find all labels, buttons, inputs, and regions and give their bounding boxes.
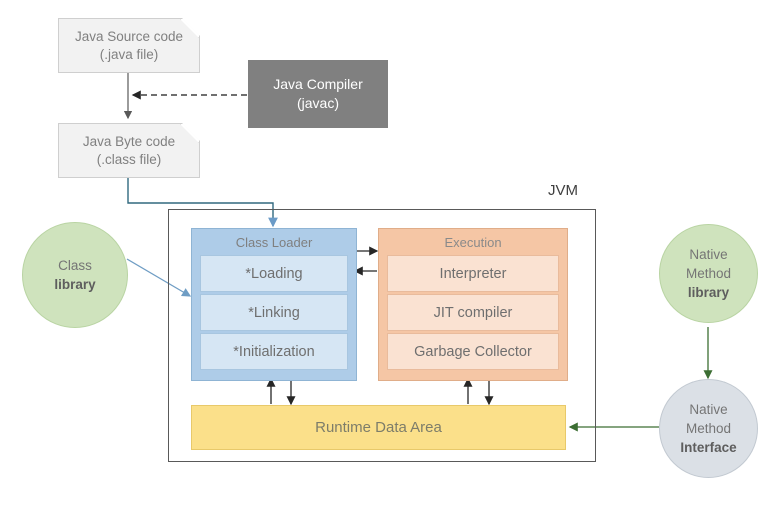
native-method-interface-line3: Interface: [680, 440, 737, 455]
java-source-code-line1: Java Source code: [74, 28, 184, 44]
jvm-label: JVM: [548, 182, 578, 199]
native-method-interface-line1: Native: [689, 402, 728, 417]
class-loader-panel: Class Loader *Loading *Linking *Initiali…: [191, 228, 357, 381]
native-method-interface-line2: Method: [685, 421, 732, 436]
doc-fold-corner: [180, 124, 199, 143]
java-compiler-line1: Java Compiler: [273, 76, 363, 92]
java-source-code-shape: Java Source code (.java file): [58, 18, 200, 73]
native-method-interface-circle: Native Method Interface: [659, 379, 758, 478]
execution-panel: Execution Interpreter JIT compiler Garba…: [378, 228, 568, 381]
class-loader-item-linking: *Linking: [200, 294, 348, 331]
class-loader-title: Class Loader: [235, 234, 313, 250]
native-method-library-line3: library: [687, 285, 730, 300]
native-method-library-line1: Native: [689, 247, 728, 262]
class-library-circle: Class library: [22, 222, 128, 328]
execution-item-garbage-collector: Garbage Collector: [387, 333, 559, 370]
execution-item-interpreter: Interpreter: [387, 255, 559, 292]
native-method-library-circle: Native Method library: [659, 224, 758, 323]
java-byte-code-shape: Java Byte code (.class file): [58, 123, 200, 178]
jvm-boundary-box: [168, 209, 596, 462]
class-library-line1: Class: [58, 258, 92, 273]
java-byte-code-line1: Java Byte code: [82, 133, 176, 149]
java-source-code-line2: (.java file): [99, 46, 159, 62]
native-method-library-line2: Method: [685, 266, 732, 281]
java-compiler-line2: (javac): [296, 95, 339, 111]
java-byte-code-line2: (.class file): [96, 151, 162, 167]
class-loader-item-loading: *Loading: [200, 255, 348, 292]
java-compiler-box: Java Compiler (javac): [248, 60, 388, 128]
execution-item-jit-compiler: JIT compiler: [387, 294, 559, 331]
class-loader-item-initialization: *Initialization: [200, 333, 348, 370]
runtime-data-area-box: Runtime Data Area: [191, 405, 566, 450]
class-library-line2: library: [54, 277, 96, 292]
execution-title: Execution: [444, 234, 502, 250]
